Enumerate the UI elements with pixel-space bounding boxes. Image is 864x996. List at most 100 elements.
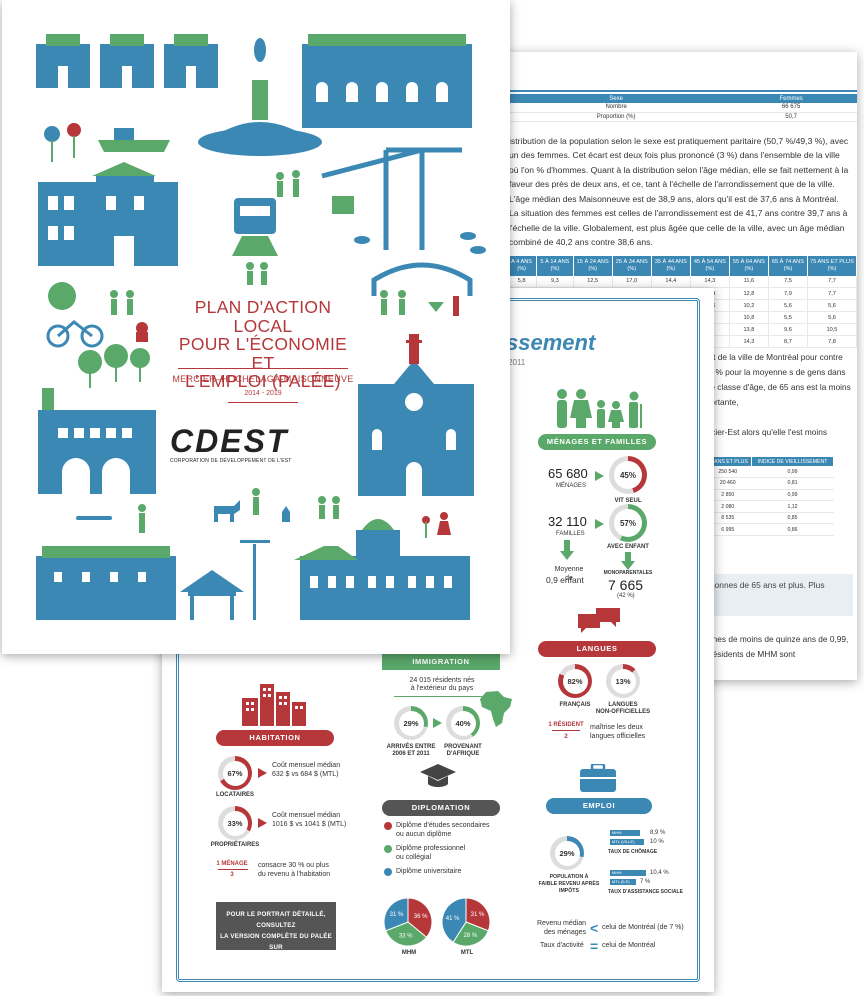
title-rule: [178, 368, 348, 369]
activite-compare: celui de Montréal: [602, 942, 656, 949]
donut-label: 33%: [222, 810, 248, 836]
skateboard-icon: [76, 516, 112, 520]
label-line: des ménages: [543, 928, 586, 936]
note-box: ersonnes de 65 ans et plus. Plus: [697, 574, 853, 616]
households-label: MÉNAGES: [556, 483, 587, 489]
tree-icon: [78, 344, 150, 388]
people-icon: [138, 488, 451, 538]
langues-pill: LANGUES: [538, 641, 656, 657]
table-cell: 0,85: [751, 512, 834, 525]
pie-slice: [384, 897, 409, 932]
nonoff-label-1: LANGUES: [608, 702, 638, 708]
table-cell: 1,12: [751, 500, 834, 513]
pie-slice: [441, 897, 467, 943]
chomage-mtl: 10 %: [650, 839, 664, 845]
assist-mtl: 7 %: [640, 879, 651, 885]
alone-donut: 45%: [609, 456, 647, 494]
table-cell: 7,7: [807, 287, 857, 300]
table-cell: 20 460: [704, 477, 752, 490]
table-cell: 14,4: [651, 275, 691, 288]
port-crane-icon: [321, 147, 462, 250]
section-heading: ssement: [506, 330, 596, 355]
table-header: A 4 ANS (%): [507, 255, 538, 276]
alone-label: VIT SEUL: [614, 498, 642, 504]
chomage-mhm: 8,9 %: [650, 830, 666, 836]
families-count: 32 110: [548, 514, 587, 529]
tram-icon: [232, 198, 278, 256]
market-building-icon: [302, 34, 472, 128]
logo-wordmark: CDEST: [170, 423, 289, 459]
boat-icon: [98, 128, 170, 152]
fraction-rule: [218, 869, 248, 870]
habitation-pill: HABITATION: [216, 730, 334, 746]
table-cell: 5,6: [807, 299, 857, 312]
legend-swatch: [384, 868, 392, 876]
table-cell: 0,86: [751, 523, 834, 537]
pie-data-label: 33 %: [399, 934, 413, 940]
table-header: 15 À 24 ANS (%): [573, 255, 613, 276]
table-cell: Nombre: [507, 103, 726, 113]
owners-label: PROPRIÉTAIRES: [210, 842, 260, 848]
owners-donut: 33%: [218, 806, 252, 840]
label-line: 2006 ET 2011: [392, 751, 430, 757]
cover-title-line: PLAN D'ACTION LOCAL: [194, 297, 332, 336]
report-header-bar: [507, 52, 857, 92]
library-building-icon: [38, 162, 178, 266]
callout-line: NOTRE SITE WEB : WWW.CDEST.ORG: [216, 955, 336, 962]
table-cell: 5,6: [807, 311, 857, 324]
diplomation-pill: DIPLOMATION: [382, 800, 500, 816]
table-header: 5 À 14 ANS (%): [536, 255, 574, 276]
menages-pill: MÉNAGES ET FAMILLES: [538, 434, 656, 450]
website-callout: POUR LE PORTRAIT DÉTAILLÉ, CONSULTEZ LA …: [216, 902, 336, 962]
briefcase-icon: [580, 764, 616, 792]
revenu-compare: celui de Montréal (de 7 %): [602, 924, 684, 931]
table-cell: 0,99: [751, 489, 834, 502]
donut-label: 29%: [554, 840, 580, 866]
lamp-post-icon: [240, 540, 270, 620]
fraction-bottom: 2: [564, 734, 568, 740]
people-icon: [380, 290, 459, 316]
table-cell: 7,5: [768, 275, 808, 288]
arrow-down-icon: [621, 552, 635, 570]
assist-mhm: 10,4 %: [650, 870, 669, 876]
table-cell: 14,3: [729, 335, 769, 348]
arrow-icon: [595, 519, 604, 529]
table-header: 65 ANS ET PLUS: [704, 457, 753, 466]
assist-label: TAUX D'ASSISTANCE SOCIALE: [608, 889, 683, 895]
table-cell: 8,7: [768, 335, 808, 348]
terrace-arch-icon: [371, 262, 473, 296]
table-cell: 250 540: [704, 466, 752, 479]
cat-icon: [282, 506, 290, 522]
table-cell: 66 675: [725, 103, 857, 113]
french-donut: 82%: [558, 664, 592, 698]
row-house-icon: [36, 546, 176, 620]
fraction-top: 1 RÉSIDENT: [548, 722, 584, 728]
mhm-pie-label: MHM: [401, 950, 417, 956]
table-cell: 2 850: [704, 489, 752, 502]
pie-data-label: 31 %: [471, 912, 485, 918]
label-line: PROVENANT: [444, 744, 482, 750]
own-cost-line: Coût mensuel médian: [272, 812, 341, 819]
pie-slice: [452, 921, 489, 947]
legend-text: Diplôme universitaire: [396, 868, 462, 875]
cover-page: PLAN D'ACTION LOCAL POUR L'ÉCONOMIE ET L…: [2, 0, 510, 654]
chomage-bar-mtl: MTL (VILLE): [610, 839, 644, 845]
table-cell: 50,7: [725, 112, 857, 122]
assist-bar-mtl: MTL (ÎLE): [610, 879, 636, 885]
graduation-cap-icon: [420, 764, 456, 787]
households-count: 65 680: [548, 466, 588, 481]
rent-cost-line: Coût mensuel médian: [272, 762, 341, 769]
legend-item: Diplôme universitaire: [384, 868, 524, 877]
table-cell: 0,99: [751, 466, 834, 479]
table-header: 75 ANS ET PLUS (%): [807, 255, 857, 276]
heading-year: 2011: [508, 358, 526, 367]
nonoff-label-2: NON-OFFICIELLES: [595, 709, 651, 715]
